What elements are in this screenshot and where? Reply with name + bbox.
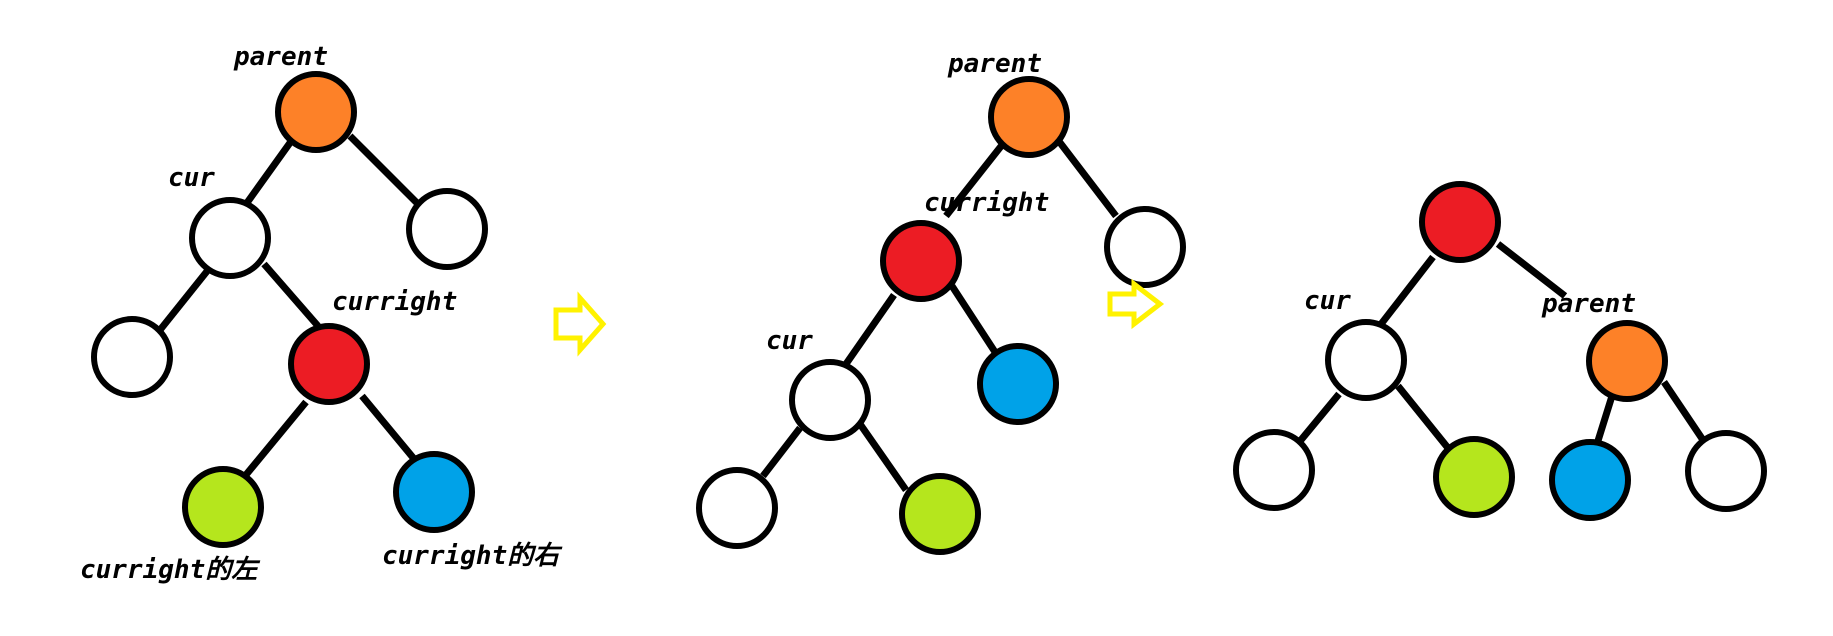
edge-cur-right [1395, 383, 1451, 451]
edge-parent-right [347, 133, 421, 207]
label-curright: curright [332, 287, 457, 317]
node-cur-left [696, 467, 778, 549]
edge-parent-right [1055, 137, 1119, 219]
node-parent [1586, 320, 1668, 402]
edge-parent-right [1661, 380, 1710, 448]
label-curright-left: curright的左 [80, 555, 261, 585]
edge-parent-curright [943, 142, 1005, 219]
node-curright-right [393, 451, 475, 533]
label-parent: parent [233, 42, 328, 72]
panel-2-labels: parent curright cur [766, 49, 1049, 356]
node-root [1419, 181, 1501, 263]
label-cur: cur [1304, 286, 1351, 316]
label-parent: parent [947, 49, 1042, 79]
node-cur-right [899, 473, 981, 555]
node-cur [789, 359, 871, 441]
edge-root-cur [1375, 254, 1436, 331]
label-cur: cur [766, 326, 813, 356]
panel-1-nodes [91, 71, 488, 548]
label-cur: cur [168, 163, 215, 193]
node-parent-right [1104, 206, 1186, 288]
node-cur-right [1433, 436, 1515, 518]
edge-cur-left [1293, 391, 1342, 449]
node-parent-right [1685, 430, 1767, 512]
panel-2-nodes [696, 76, 1186, 555]
node-parent [988, 76, 1070, 158]
panel-3-edges [1293, 241, 1710, 451]
node-parent [275, 71, 357, 153]
edge-curright-right [949, 284, 998, 354]
node-curright-left [182, 466, 264, 548]
panel-3-labels: cur parent [1304, 286, 1636, 319]
node-cur [189, 197, 271, 279]
node-cur [1325, 319, 1407, 401]
arrow-right-icon [1107, 278, 1165, 330]
edge-root-parent [1495, 241, 1568, 299]
node-parent-left [1549, 439, 1631, 521]
node-cur-left [91, 316, 173, 398]
edge-parent-left [1593, 394, 1616, 446]
panel-2-edges [760, 137, 1119, 493]
panel-1-labels: parent cur curright curright的左 curright的… [80, 42, 563, 585]
node-curright-right [977, 343, 1059, 425]
edge-cur-curright [261, 261, 321, 329]
panel-3-nodes [1233, 181, 1767, 521]
edge-curright-cur [843, 293, 897, 366]
edge-cur-left [760, 425, 803, 479]
edge-cur-left [157, 267, 211, 333]
label-parent: parent [1541, 289, 1636, 319]
node-curright [880, 220, 962, 302]
label-curright-right: curright的右 [382, 541, 563, 571]
node-cur-left [1233, 429, 1315, 511]
edge-curright-right [359, 393, 418, 463]
edge-curright-left [242, 399, 309, 479]
panel-1-edges [157, 133, 421, 479]
edge-parent-cur [241, 137, 295, 210]
label-curright: curright [924, 188, 1049, 218]
arrow-right-icon [553, 291, 607, 357]
node-curright [288, 323, 370, 405]
edge-cur-right [857, 421, 909, 493]
node-parent-right [406, 188, 488, 270]
